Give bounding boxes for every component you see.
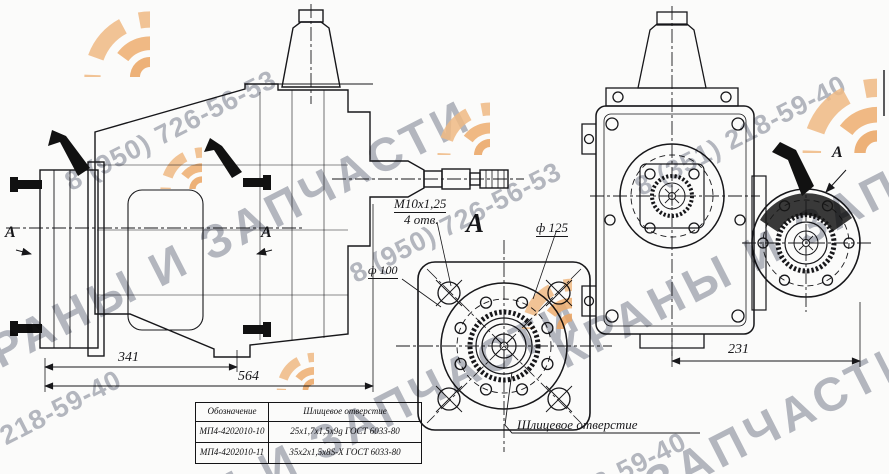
table-row: МП4-4202010-10 25х1,7х1,5х9g ГОСТ 6033-8… — [195, 421, 422, 443]
table-cell-spline: 35х2х1,5х8S-Х ГОСТ 6033-80 — [268, 442, 422, 464]
table-header-row: Обозначение Шлицевое отверстие — [195, 402, 422, 422]
dim-label-341: 341 — [118, 350, 139, 365]
view-a-arrow — [15, 247, 32, 256]
view-a-arrow — [825, 169, 847, 193]
leader-spline-note — [504, 371, 700, 434]
shift-lever-icon — [204, 138, 242, 178]
rear-view-drawing — [581, 6, 885, 367]
table-header-designation: Обозначение — [195, 402, 269, 422]
leader-d100 — [401, 278, 442, 308]
shift-lever-icon — [48, 130, 90, 176]
side-view-drawing — [6, 4, 524, 392]
boss-dia-label: ф 100 — [368, 263, 398, 279]
bolt-icons — [10, 175, 271, 337]
table-row: МП4-4202010-11 35х2х1,5х8S-Х ГОСТ 6033-8… — [195, 442, 422, 464]
leader-d125 — [532, 231, 557, 300]
table-cell-spline: 25х1,7х1,5х9g ГОСТ 6033-80 — [268, 421, 422, 443]
dimension-564 — [44, 204, 374, 392]
dim-label-564: 564 — [238, 369, 259, 384]
view-a-title: А — [466, 208, 485, 238]
spline-note-label: Шлицевое отверстие — [517, 417, 638, 432]
dimension-231 — [671, 302, 861, 367]
view-a-label-left: А — [5, 224, 16, 241]
view-a-arrow — [256, 247, 273, 256]
table-cell-designation: МП4-4202010-10 — [195, 421, 269, 443]
dim-label-231: 231 — [728, 342, 749, 357]
view-a-label-rear: А — [832, 144, 843, 161]
spline-spec-table: Обозначение Шлицевое отверстие МП4-42020… — [195, 402, 422, 464]
holes-count-label: 4 отв. — [404, 212, 439, 227]
table-header-spline: Шлицевое отверстие — [268, 402, 422, 422]
thread-spec-label: М10х1,25 — [394, 196, 447, 213]
table-cell-designation: МП4-4202010-11 — [195, 442, 269, 464]
bolt-circle-dia-label: ф 125 — [536, 220, 568, 237]
view-a-label-right: А — [261, 224, 272, 241]
shift-lever-icon — [772, 142, 814, 196]
leader-m10 — [436, 221, 452, 287]
